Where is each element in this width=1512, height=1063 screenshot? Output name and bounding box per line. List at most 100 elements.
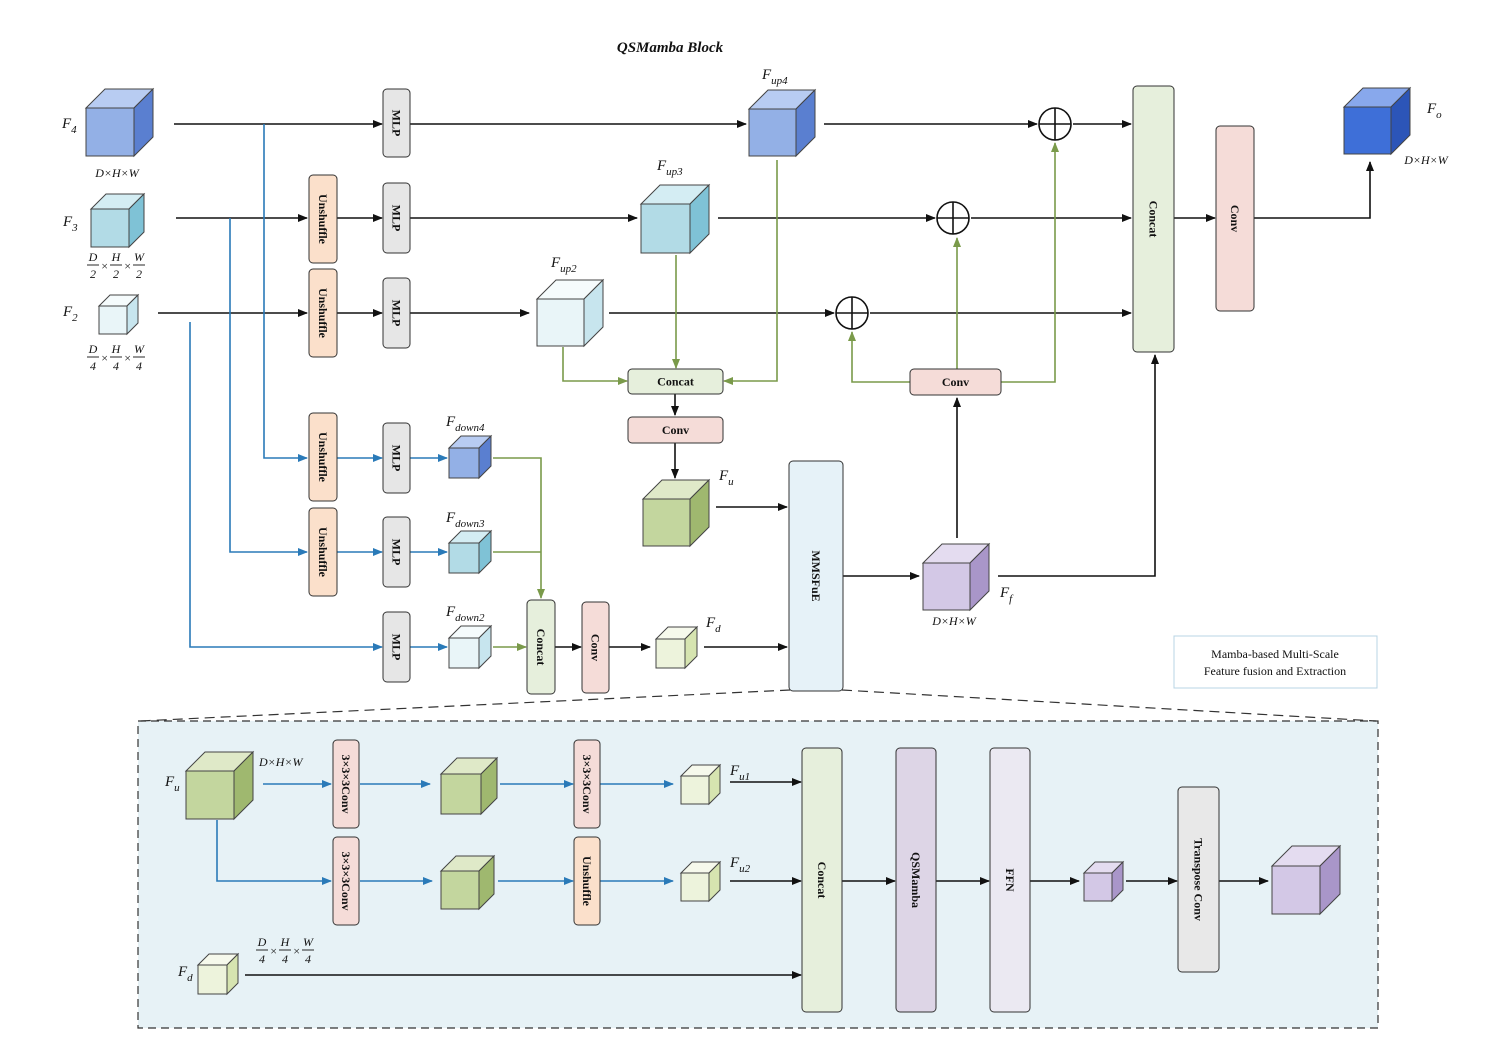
- cube-fdown4: [447, 434, 493, 480]
- dim-f2-den-0: 4: [90, 359, 96, 373]
- dim-f2-num-2: W: [134, 342, 145, 356]
- conv333-block-3: 3×3×3Conv: [332, 836, 360, 926]
- unshuffle-block-down3: Unshuffle: [308, 507, 338, 597]
- legend-box: [1173, 635, 1378, 689]
- conv-block-down: Conv: [581, 601, 610, 694]
- conv333-block-2: 3×3×3Conv: [573, 739, 601, 829]
- panel-arrows-blue: [216, 780, 674, 885]
- ffn-block-label: FFN: [1003, 868, 1017, 892]
- unshuffle-block-panel-label: Unshuffle: [580, 856, 594, 907]
- dim-f2-num-0: D: [88, 342, 98, 356]
- label-f3: F3: [62, 214, 78, 234]
- dim-f3-num-0: D: [88, 250, 98, 264]
- concat-block-panel-label: Concat: [815, 862, 829, 899]
- conv-block-down-label: Conv: [589, 634, 603, 661]
- unshuffle-block-panel: Unshuffle: [573, 836, 601, 926]
- unshuffle-block-f2-label: Unshuffle: [316, 288, 330, 339]
- label-fu2: Fu2: [729, 855, 751, 875]
- cube-fu: [641, 478, 711, 548]
- dim-f4: D×H×W: [94, 166, 140, 180]
- conv-block-fusion-label: Conv: [942, 375, 969, 389]
- cube-fdown3: [447, 529, 493, 575]
- cube-ff: [921, 542, 991, 612]
- add-node-3: [835, 296, 869, 330]
- dim-f2-num-1: H: [111, 342, 122, 356]
- cube-output: [1270, 844, 1342, 916]
- cube-fup3: [639, 183, 711, 255]
- cube-fdown2: [447, 624, 493, 670]
- unshuffle-block-down4-label: Unshuffle: [316, 432, 330, 483]
- conv-block-main-label: Conv: [1228, 205, 1242, 232]
- concat-block-panel: Concat: [801, 747, 843, 1013]
- conv-block-fusion: Conv: [909, 368, 1002, 396]
- dim-f3-den-0: 2: [90, 267, 96, 281]
- label-fdown3: Fdown3: [445, 510, 485, 530]
- cube-fd-panel: [196, 952, 240, 996]
- cube-fu2: [679, 860, 722, 903]
- conv333-block-3-label: 3×3×3Conv: [339, 851, 353, 910]
- label-fdown4: Fdown4: [445, 414, 485, 434]
- unshuffle-block-down3-label: Unshuffle: [316, 527, 330, 578]
- conv-block-up: Conv: [627, 416, 724, 444]
- arrows-blue: [189, 124, 448, 651]
- transpose-conv-block-label: Transpose Conv: [1192, 838, 1206, 921]
- label-fu: Fu: [718, 468, 734, 488]
- dim-f3-den-2: 2: [136, 267, 142, 281]
- mlp-block-f4-up-label: MLP: [390, 110, 404, 137]
- concat-block-up: Concat: [627, 368, 724, 395]
- mmsfue-block: MMSFuE: [788, 460, 844, 692]
- label-fu-panel: Fu: [164, 774, 180, 794]
- label-fd-panel: Fd: [177, 964, 193, 984]
- panel-arrows-black: [245, 778, 1269, 979]
- dim-fd-panel-den-1: 4: [282, 952, 288, 966]
- add-node-1: [1038, 107, 1072, 141]
- ffn-block: FFN: [989, 747, 1031, 1013]
- mlp-block-f3-up: MLP: [382, 182, 411, 254]
- transpose-conv-block: Transpose Conv: [1177, 786, 1220, 973]
- dim-f2-den-1: 4: [113, 359, 119, 373]
- label-fdown2: Fdown2: [445, 604, 485, 624]
- dim-f3: D2×H2×W2: [87, 250, 145, 281]
- cube-f4: [84, 87, 155, 158]
- cube-fu-panel: [184, 750, 255, 821]
- cube-panel-small: [1082, 860, 1125, 903]
- dim-fd-panel-den-2: 4: [305, 952, 311, 966]
- dim-ff: D×H×W: [931, 614, 977, 628]
- dim-f3-times-0: ×: [100, 259, 108, 273]
- label-fup3: Fup3: [656, 158, 683, 178]
- label-f4: F4: [61, 116, 77, 136]
- dim-fu-panel: D×H×W: [258, 755, 304, 769]
- mlp-block-down3-label: MLP: [390, 539, 404, 566]
- zoom-line-right: [841, 689, 1377, 722]
- dim-fd-panel-num-1: H: [280, 935, 291, 949]
- zoom-line-left: [139, 689, 791, 722]
- conv-block-main: Conv: [1215, 125, 1255, 312]
- cube-panel-mid2: [439, 854, 496, 911]
- arrows-black: [158, 120, 1374, 651]
- cube-fup2: [535, 278, 605, 348]
- concat-block-down-label: Concat: [534, 629, 548, 666]
- dim-f3-den-1: 2: [113, 267, 119, 281]
- add-node-2: [936, 201, 970, 235]
- dim-f3-num-1: H: [111, 250, 122, 264]
- unshuffle-block-f3-label: Unshuffle: [316, 194, 330, 245]
- label-fo: Fo: [1426, 101, 1442, 121]
- unshuffle-block-f3: Unshuffle: [308, 174, 338, 264]
- mlp-block-down4-label: MLP: [390, 445, 404, 472]
- cube-fu1: [679, 763, 722, 806]
- cube-fd: [654, 625, 699, 670]
- dim-f3-times-1: ×: [123, 259, 131, 273]
- mlp-block-f3-up-label: MLP: [390, 205, 404, 232]
- mlp-block-down3: MLP: [382, 516, 411, 588]
- concat-block-main-label: Concat: [1147, 201, 1161, 238]
- conv333-block-1: 3×3×3Conv: [332, 739, 360, 829]
- dim-f2-times-0: ×: [100, 351, 108, 365]
- qsmamba-block-label: QSMamba: [909, 852, 923, 908]
- mmsfue-block-label: MMSFuE: [809, 550, 823, 601]
- cube-panel-mid1: [439, 756, 499, 816]
- conv333-block-1-label: 3×3×3Conv: [339, 754, 353, 813]
- dim-fd-panel-num-0: D: [257, 935, 267, 949]
- mlp-block-f2-up: MLP: [382, 277, 411, 349]
- label-fu1: Fu1: [729, 763, 750, 783]
